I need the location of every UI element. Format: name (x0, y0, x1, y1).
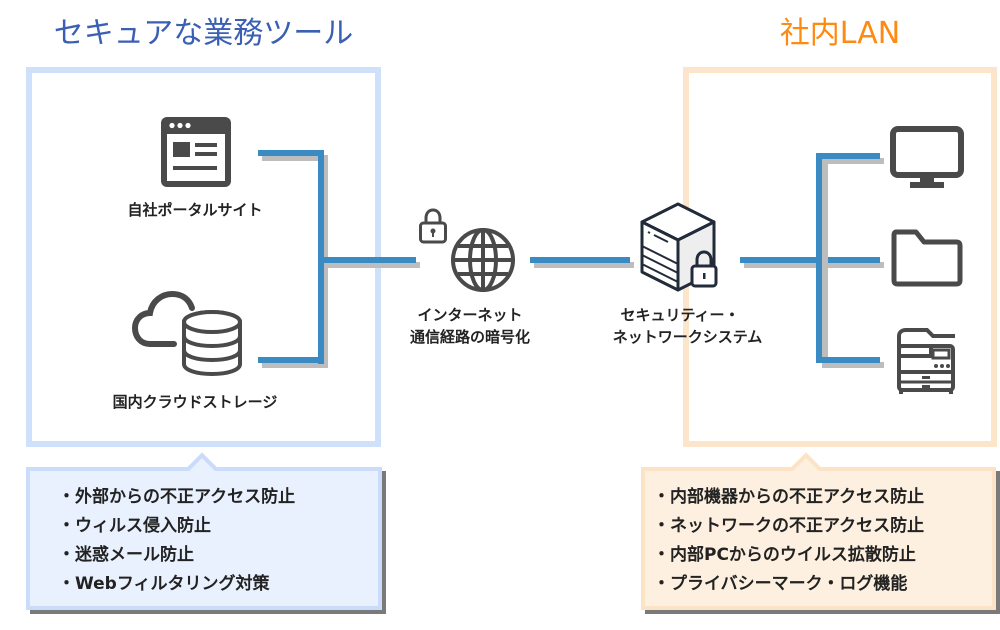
portal-site-label: 自社ポータルサイト (127, 201, 263, 219)
browser-window-icon (158, 114, 234, 190)
cloud-storage-label: 国内クラウドストレージ (112, 393, 278, 411)
server-icon (638, 200, 728, 296)
feature-item: ウィルス侵入防止 (64, 512, 378, 541)
monitor-icon (890, 126, 964, 192)
multifunction-printer-icon (893, 324, 959, 396)
padlock-icon (418, 208, 448, 244)
secure-tools-title: セキュアな業務ツール (53, 16, 354, 51)
internal-lan-features-list: 内部機器からの不正アクセス防止 ネットワークの不正アクセス防止 内部PCからのウ… (645, 471, 992, 599)
feature-item: 迷惑メール防止 (64, 541, 378, 570)
feature-item: ネットワークの不正アクセス防止 (659, 512, 992, 541)
internal-lan-title: 社内LAN (779, 16, 901, 51)
internet-label-line1: インターネット (417, 306, 523, 324)
feature-item: 内部PCからのウイルス拡散防止 (659, 541, 992, 570)
feature-item: Webフィルタリング対策 (64, 570, 378, 599)
security-system-label-line2: ネットワークシステム (612, 328, 763, 346)
security-system-label-line1: セキュリティー・ (620, 306, 740, 324)
internet-label-line2: 通信経路の暗号化 (409, 328, 530, 346)
secure-tools-features-callout: 外部からの不正アクセス防止 ウィルス侵入防止 迷惑メール防止 Webフィルタリン… (26, 467, 382, 610)
cloud-database-icon (132, 286, 244, 376)
feature-item: 内部機器からの不正アクセス防止 (659, 483, 992, 512)
secure-tools-features-list: 外部からの不正アクセス防止 ウィルス侵入防止 迷惑メール防止 Webフィルタリン… (30, 471, 378, 599)
globe-icon (449, 226, 517, 294)
internal-lan-features-callout: 内部機器からの不正アクセス防止 ネットワークの不正アクセス防止 内部PCからのウ… (641, 467, 996, 610)
folder-icon (890, 228, 964, 288)
feature-item: 外部からの不正アクセス防止 (64, 483, 378, 512)
feature-item: プライバシーマーク・ログ機能 (659, 570, 992, 599)
